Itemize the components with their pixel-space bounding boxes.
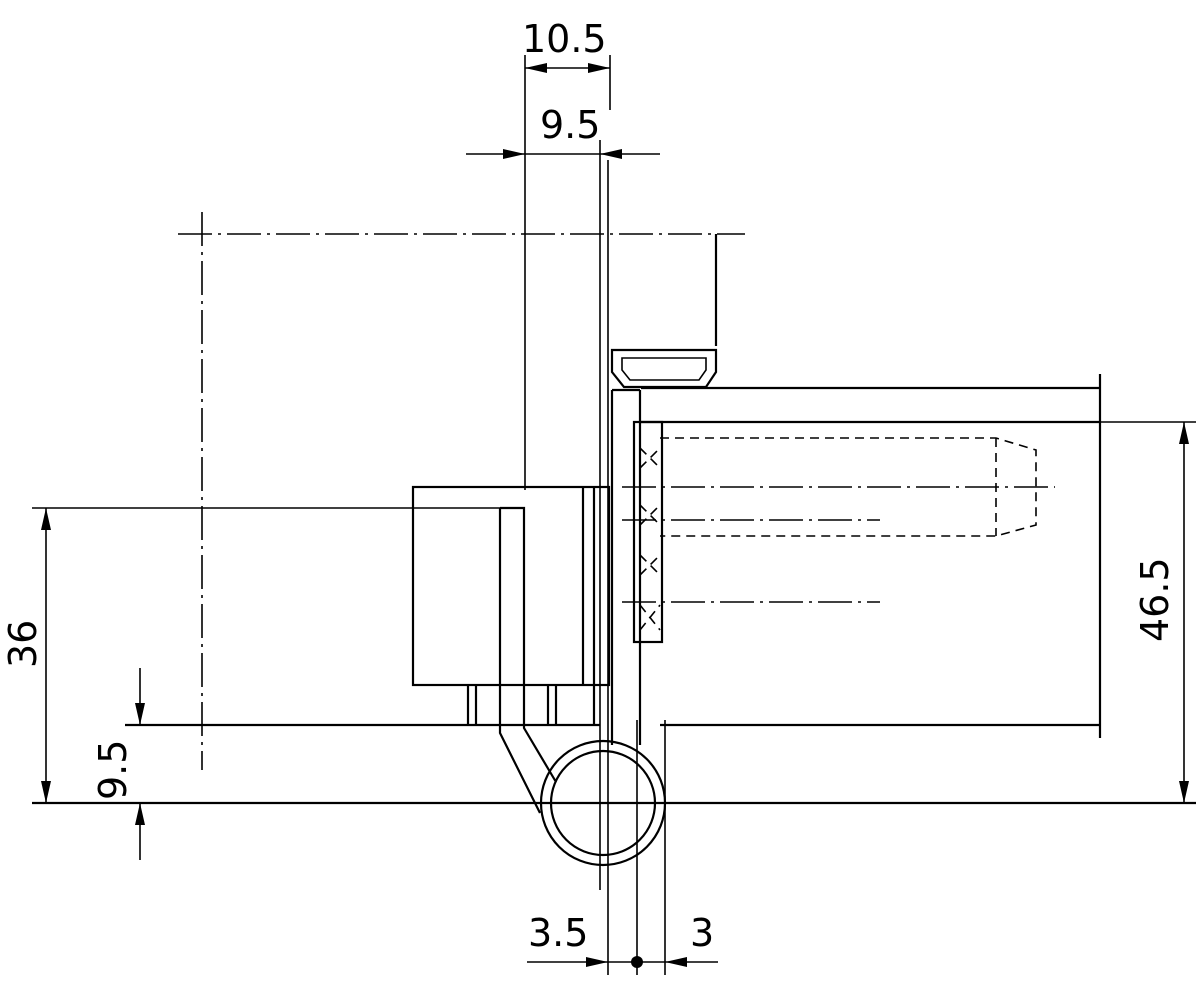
dim-left-9-5: 9.5: [91, 668, 145, 860]
dim-label-46-5: 46.5: [1133, 557, 1177, 642]
reference-lines: [524, 55, 666, 975]
dim-label-left-9-5: 9.5: [91, 740, 135, 800]
dim-bottom-3-5-and-3: 3.5 3: [527, 911, 718, 968]
dim-label-36: 36: [1, 620, 45, 668]
dim-label-10-5: 10.5: [522, 17, 607, 61]
dim-label-top-9-5: 9.5: [540, 103, 600, 147]
door-leaf: [641, 374, 1102, 738]
dim-top-10-5: 10.5: [522, 17, 610, 73]
dim-right-46-5: 46.5: [1100, 421, 1196, 803]
dim-top-9-5: 9.5: [466, 103, 660, 159]
center-lines: [622, 486, 1055, 603]
dim-label-3-5: 3.5: [528, 911, 588, 955]
frame-phantom-outline: [178, 212, 745, 770]
dim-left-36: 36: [1, 507, 500, 803]
door-hinge-insert: [632, 420, 664, 644]
seal-profile: [610, 348, 718, 389]
dim-label-3: 3: [690, 911, 714, 955]
frame-hinge-body: [411, 485, 611, 725]
